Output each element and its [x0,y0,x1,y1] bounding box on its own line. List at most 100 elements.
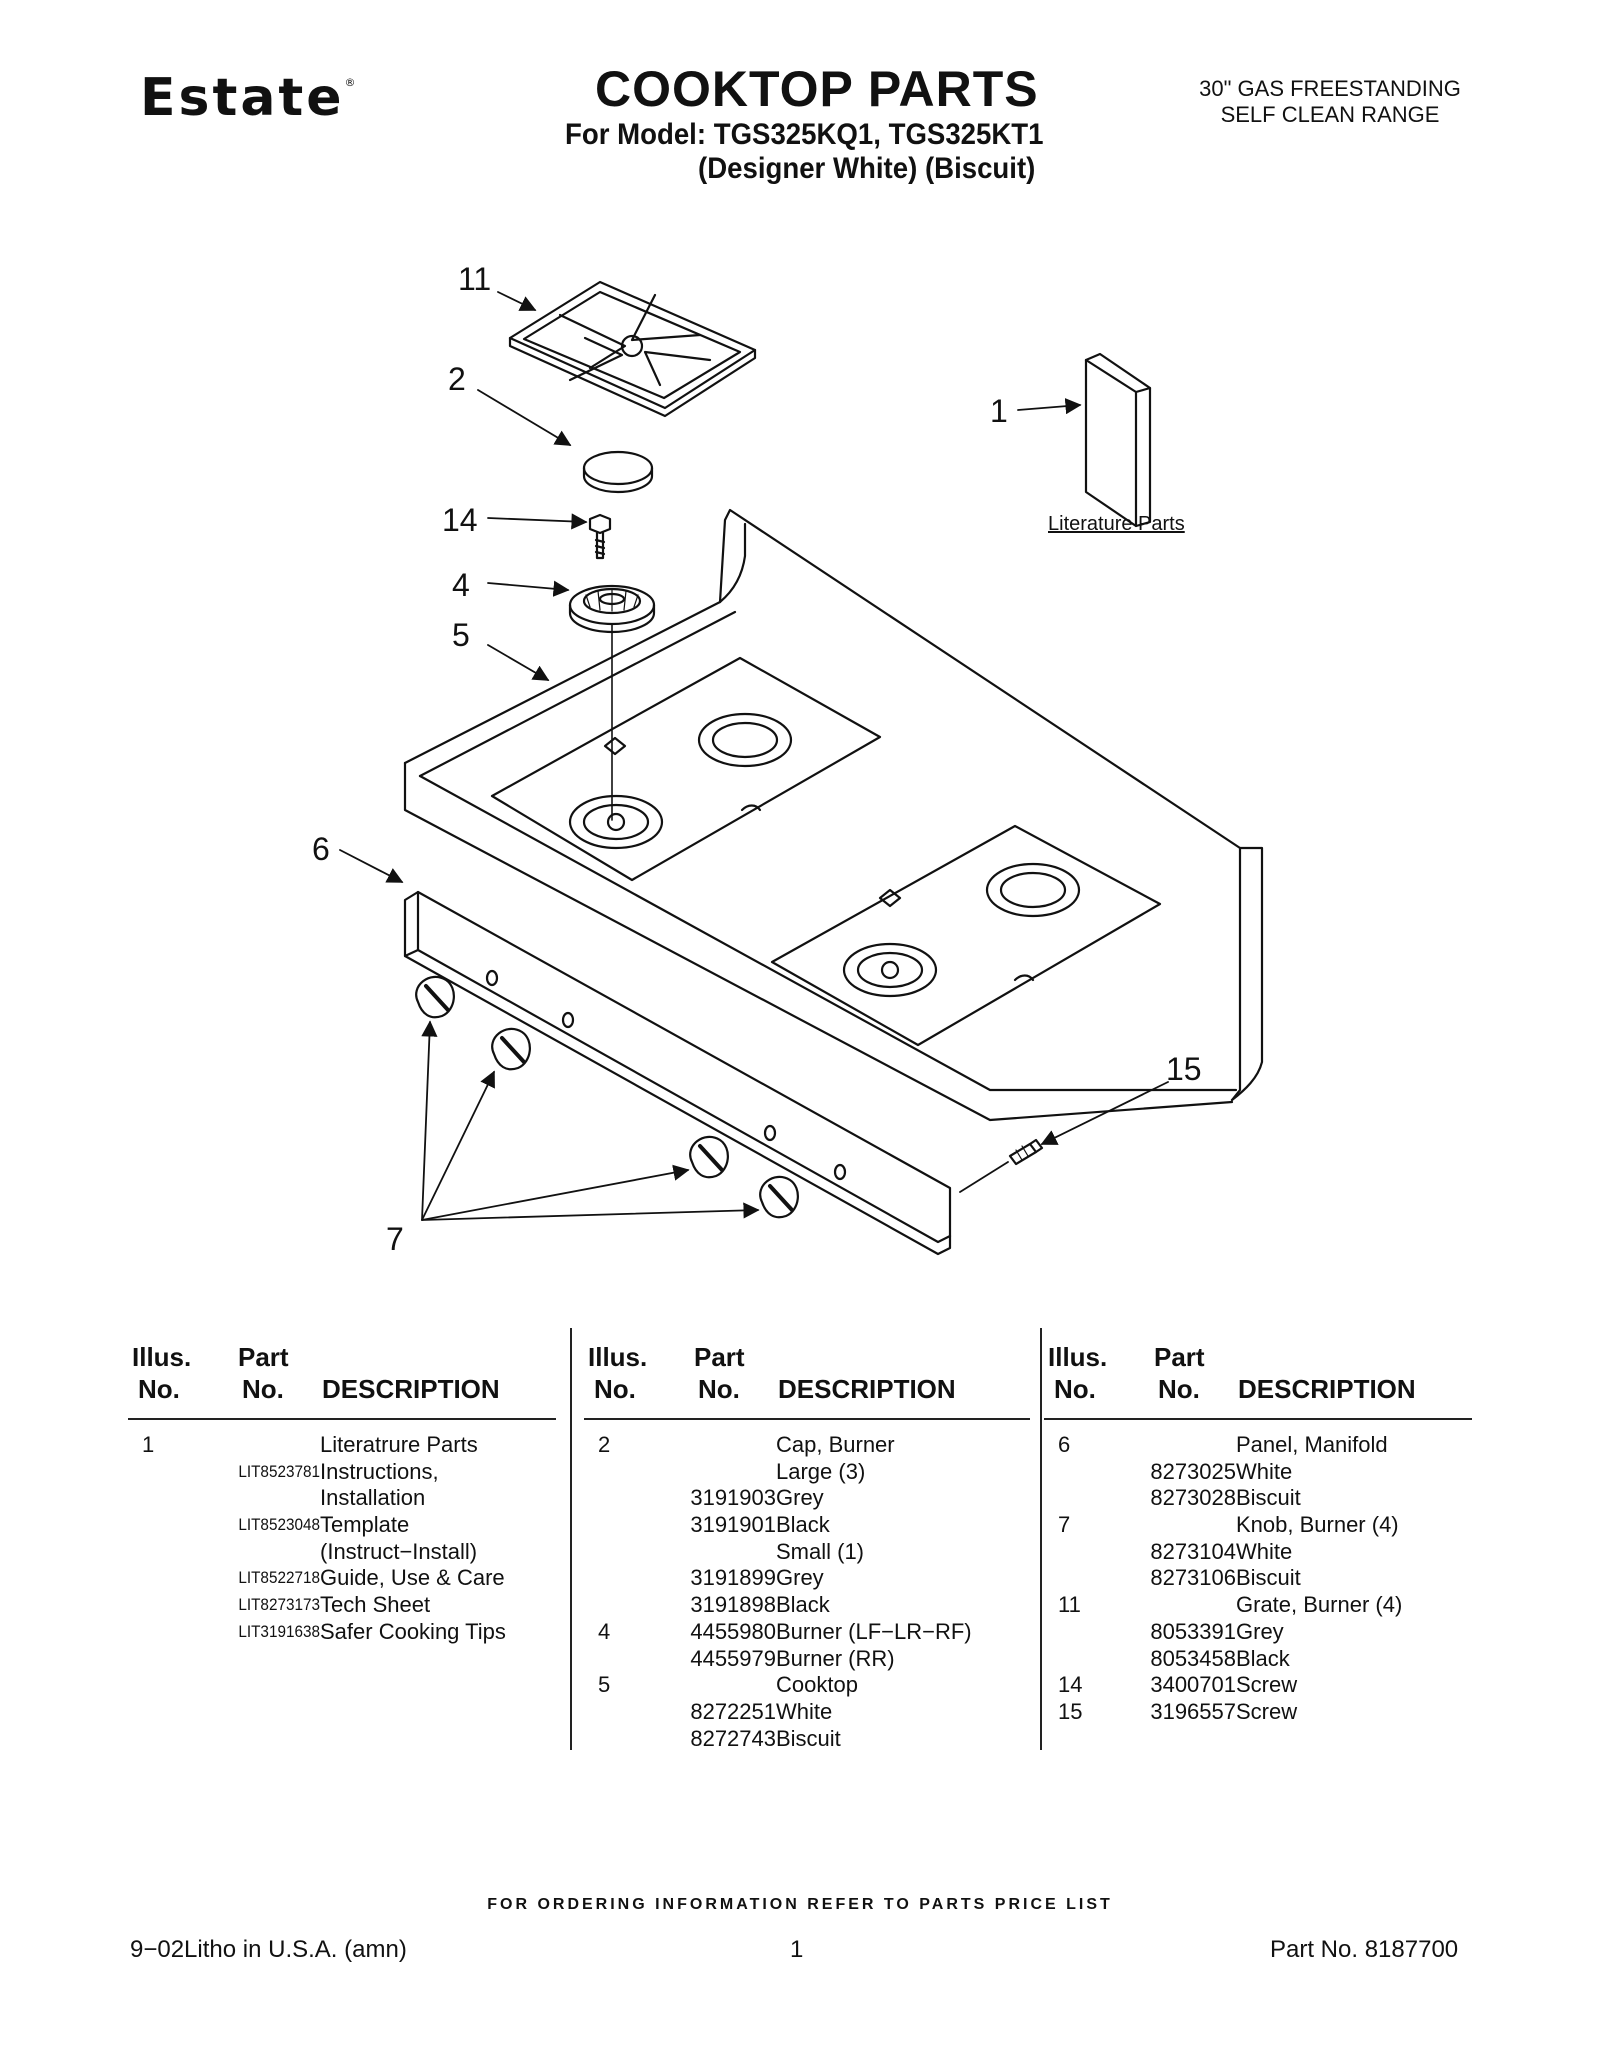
burner-knobs-part [415,975,799,1219]
part-description: Screw [1236,1672,1298,1698]
header-illus: Illus. [588,1342,648,1372]
illus-number: 15 [1058,1698,1083,1724]
table-row: Small (1) [584,1539,1030,1566]
illus-number: 2 [598,1432,611,1457]
part-description: White [1236,1458,1293,1484]
ordering-note: FOR ORDERING INFORMATION REFER TO PARTS … [487,1896,1113,1913]
part-description: Biscuit [776,1725,841,1751]
part-number: 3191901 [690,1512,776,1538]
product-type-line-2: SELF CLEAN RANGE [1220,102,1440,127]
part-number: 8272743 [690,1725,776,1751]
column-divider [570,1328,572,1750]
table-row: 7 Knob, Burner (4) [1044,1512,1472,1539]
part-number: 8273028 [1150,1485,1236,1511]
table-row: Installation [128,1485,556,1512]
part-number: 3191903 [690,1485,776,1511]
part-description: Screw [1236,1698,1298,1724]
part-number: 3191899 [690,1565,776,1591]
part-description: Grate, Burner (4) [1236,1592,1403,1618]
callout-arrows [339,291,1169,1221]
table-row: Large (3) [584,1459,1030,1486]
model-line: For Model: TGS325KQ1, TGS325KT1 [565,118,1044,151]
part-number: LIT8523781 [238,1461,320,1481]
header-part: Part [238,1342,289,1372]
part-description: Black [776,1512,830,1538]
part-number: 3196557 [1150,1698,1236,1724]
part-description: Literatrure Parts [320,1432,478,1457]
callout-5: 5 [452,617,470,653]
part-number: 8273025 [1150,1458,1236,1484]
callout-14: 14 [442,502,478,538]
illus-number: 14 [1058,1672,1083,1698]
burner-base-part [568,584,656,821]
part-number: 8273104 [1150,1538,1236,1564]
illus-number: 6 [1058,1432,1071,1457]
burner-grate-part [508,280,757,418]
part-number: 8272251 [690,1698,776,1724]
registered-mark: ® [344,76,359,89]
brand-name: Estate [140,68,345,128]
header-illus-no: No. [138,1374,180,1404]
part-description: (Instruct−Install) [320,1538,478,1564]
header-part-no: No. [698,1374,740,1404]
document-part-number: Part No. 8187700 [1270,1936,1459,1963]
callout-11: 11 [458,261,491,297]
exploded-parts-diagram: 11 2 1 14 4 5 6 15 7 Literature Parts [312,261,1264,1257]
part-description: Biscuit [1236,1565,1301,1591]
brand-logo: Estate® [140,68,359,128]
manifold-panel-part [403,890,952,1256]
product-type-line-1: 30" GAS FREESTANDING [1199,76,1461,101]
part-description: Grey [1236,1618,1284,1644]
part-description: Biscuit [1236,1485,1301,1511]
part-description: Knob, Burner (4) [1236,1512,1399,1538]
part-number: 4455979 [690,1645,776,1671]
header-description: DESCRIPTION [322,1374,500,1404]
illus-number: 7 [1058,1512,1071,1538]
column-divider [1040,1328,1042,1750]
part-description: Template [320,1512,410,1538]
part-number: 8053458 [1150,1645,1236,1671]
part-description: Black [1236,1645,1290,1671]
literature-parts-booklet [1084,352,1152,528]
header-part-no: No. [1158,1374,1200,1404]
part-number: 3400701 [1150,1672,1236,1698]
part-description: Black [776,1592,830,1618]
part-number: LIT8273173 [238,1595,320,1615]
part-description: Guide, Use & Care [320,1565,505,1591]
illus-number: 4 [598,1618,611,1644]
header-part: Part [1154,1342,1205,1372]
illus-number: 1 [142,1432,155,1457]
callout-2: 2 [448,361,466,397]
part-description: Installation [320,1485,426,1511]
part-description: Small (1) [776,1538,865,1564]
part-description: Grey [776,1565,824,1591]
header-part: Part [694,1342,745,1372]
header-description: DESCRIPTION [1238,1374,1416,1404]
part-description: Tech Sheet [320,1592,431,1618]
